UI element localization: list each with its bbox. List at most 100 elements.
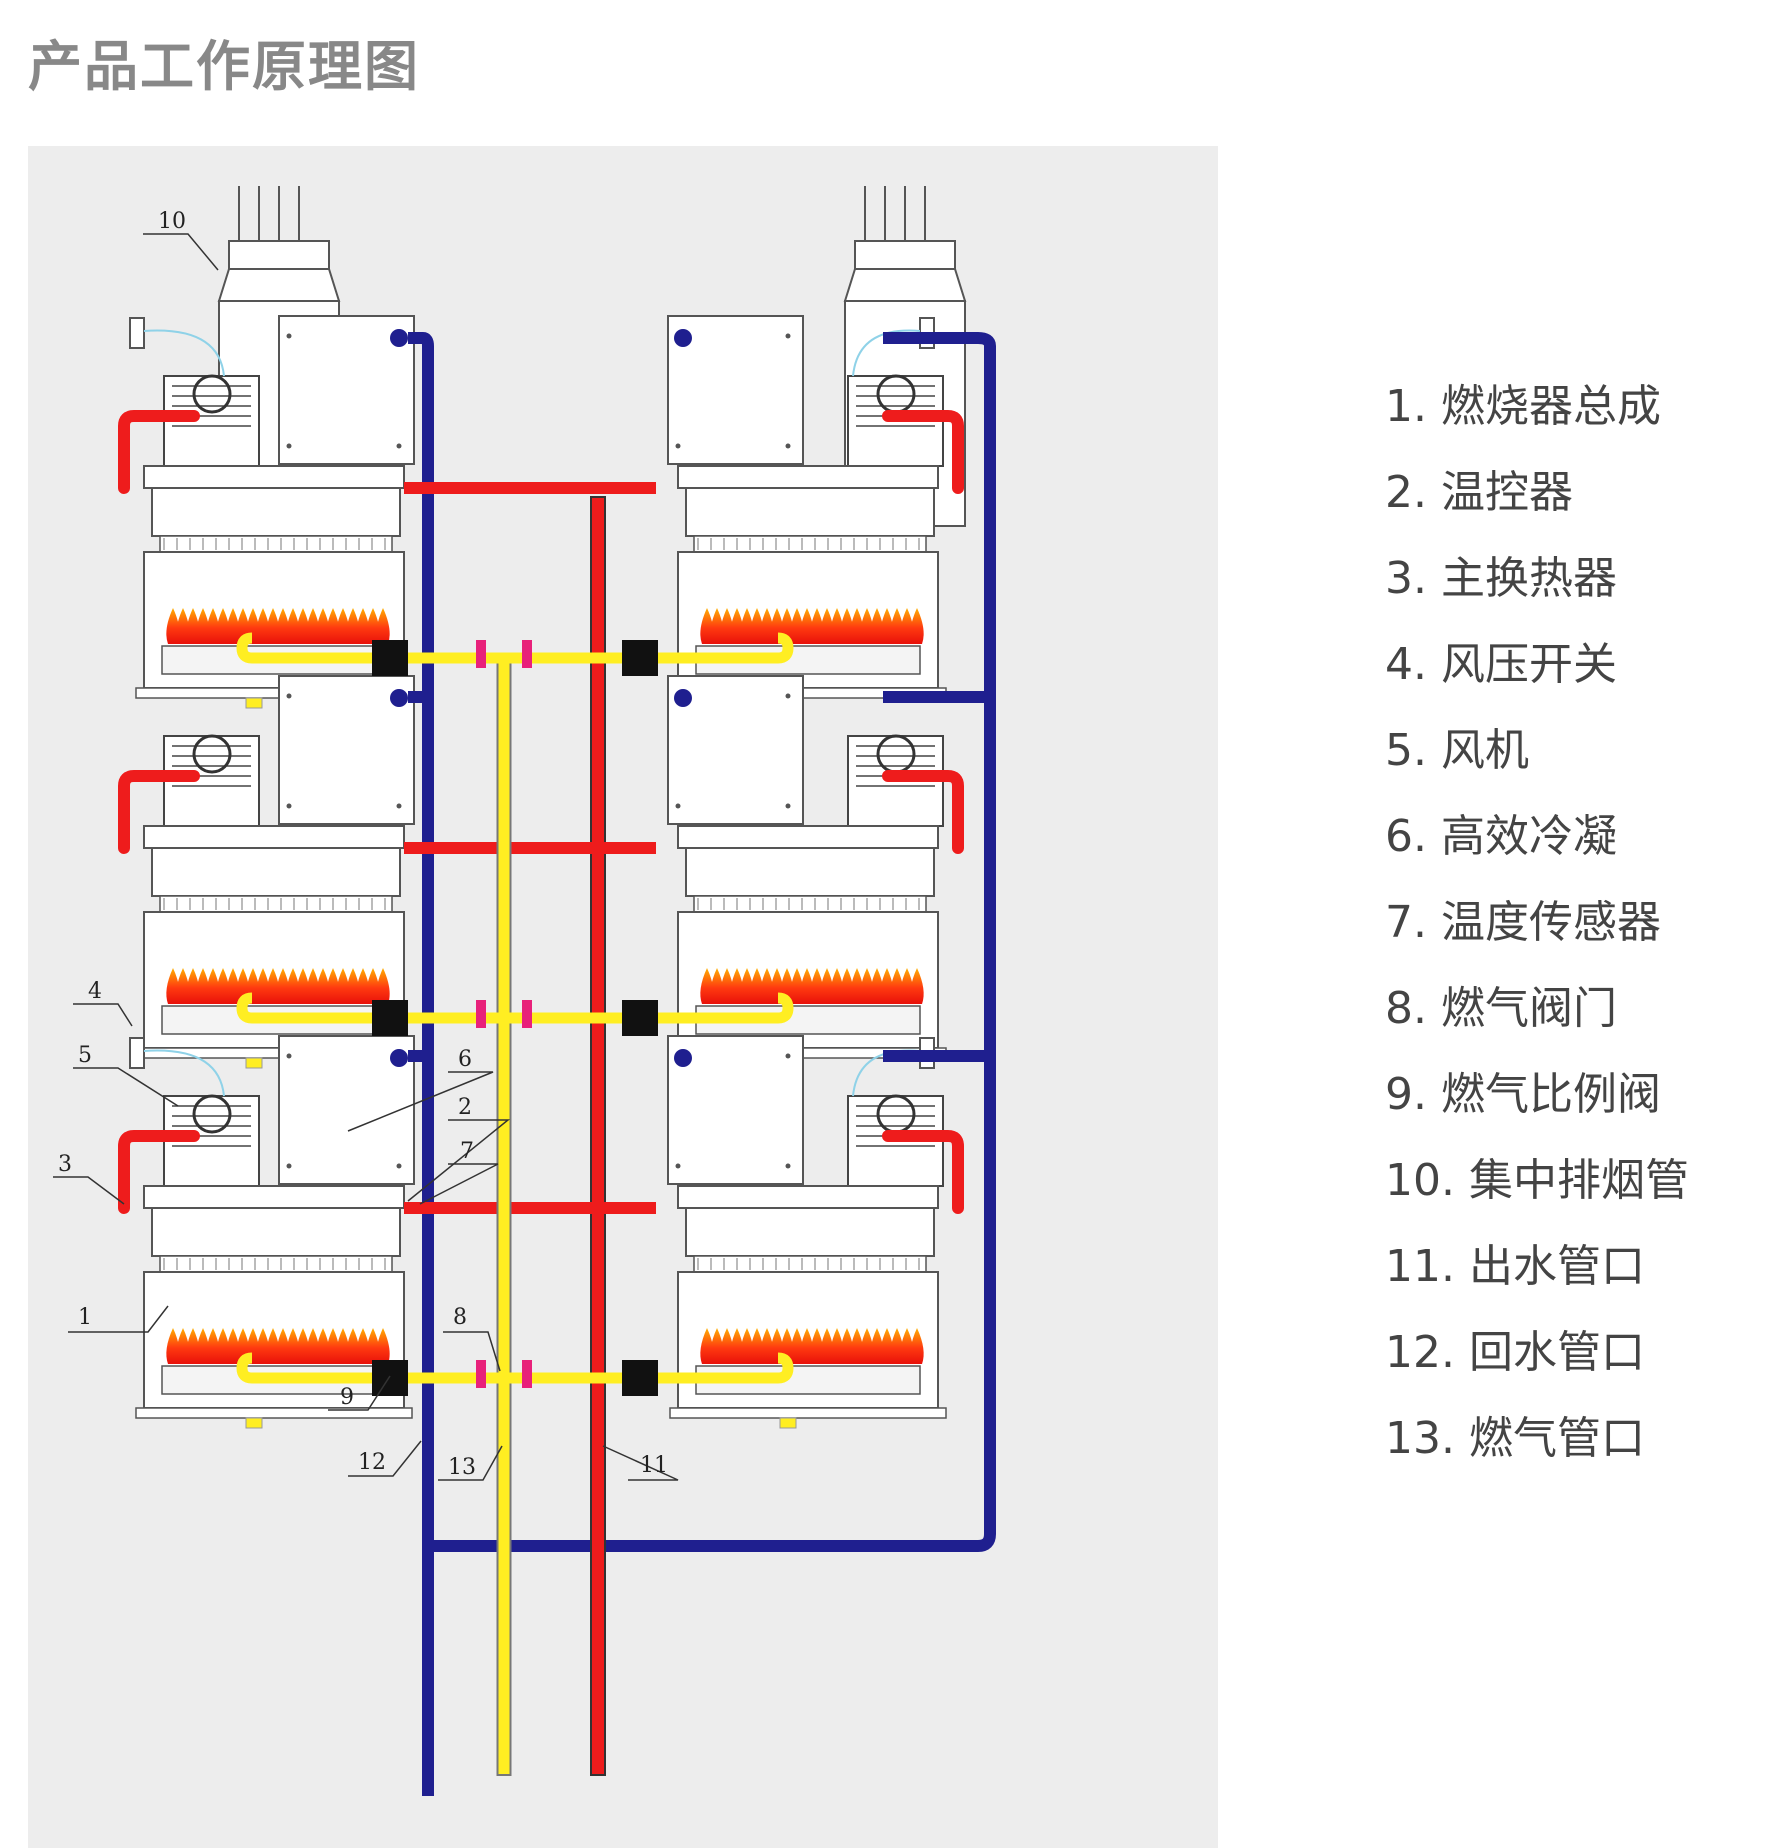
flame <box>306 968 320 1004</box>
gas-valve <box>476 640 486 668</box>
flame <box>206 968 220 1004</box>
flame <box>870 608 884 644</box>
flame <box>750 608 764 644</box>
return-nozzle <box>674 1049 692 1067</box>
flame <box>890 608 904 644</box>
gas-valve <box>476 1000 486 1028</box>
gas-valve <box>476 1360 486 1388</box>
callout-10: 10 <box>143 209 219 271</box>
flame <box>820 608 834 644</box>
flame <box>910 1328 924 1364</box>
legend-item-burner-assembly: 1. 燃烧器总成 <box>1385 381 1661 432</box>
condenser-box <box>278 1035 415 1185</box>
callout-7: 7 <box>419 1139 499 1205</box>
gas-inlet-stub <box>245 1417 263 1429</box>
callout-number: 6 <box>458 1047 472 1072</box>
flame <box>740 968 754 1004</box>
header-plate <box>143 465 405 489</box>
header-plate <box>143 825 405 849</box>
gas-valve <box>522 1000 532 1028</box>
page-title: 产品工作原理图 <box>28 35 420 98</box>
flame <box>800 608 814 644</box>
heat-exchanger-fins <box>159 895 393 913</box>
flame <box>306 1328 320 1364</box>
bolt-dot <box>675 443 681 449</box>
boiler-units-layer <box>118 315 964 1429</box>
return-nozzle <box>390 689 408 707</box>
flame <box>186 1328 200 1364</box>
flame <box>800 968 814 1004</box>
gas-inlet-stub <box>245 697 263 709</box>
flame <box>206 608 220 644</box>
flame <box>830 608 844 644</box>
pressure-tube <box>143 329 225 377</box>
flame <box>810 968 824 1004</box>
flame <box>860 968 874 1004</box>
flame <box>710 608 724 644</box>
flame-row <box>700 968 924 1004</box>
bolt-dot <box>675 1163 681 1169</box>
callout-number: 11 <box>640 1453 668 1478</box>
gas-proportional-valve <box>372 1000 408 1036</box>
heat-exchanger-top <box>151 487 401 537</box>
air-pressure-switch <box>129 1037 145 1069</box>
flame <box>256 1328 270 1364</box>
flame <box>226 1328 240 1364</box>
return-water-main-right <box>428 332 996 1552</box>
callout-2: 2 <box>407 1095 511 1202</box>
flame <box>286 1328 300 1364</box>
flue-cone <box>217 268 341 302</box>
flame <box>890 1328 904 1364</box>
flame <box>730 968 744 1004</box>
flame-row <box>700 1328 924 1364</box>
callout-leader <box>438 1445 503 1481</box>
callout-13: 13 <box>438 1445 503 1481</box>
gas-valve <box>522 640 532 668</box>
gas-proportional-valve <box>622 1360 658 1396</box>
return-water-main-left <box>408 332 434 1796</box>
flame <box>870 1328 884 1364</box>
callout-number: 5 <box>78 1043 92 1068</box>
bolt-dot <box>286 1053 292 1059</box>
flue-collar <box>854 240 956 270</box>
callout-number: 3 <box>58 1152 72 1177</box>
callout-leader <box>347 1071 494 1132</box>
flame <box>900 1328 914 1364</box>
base-plate <box>135 1407 413 1419</box>
bolt-dot <box>785 443 791 449</box>
heat-exchanger-top <box>151 1207 401 1257</box>
flame <box>186 968 200 1004</box>
flame <box>216 608 230 644</box>
flame <box>326 968 340 1004</box>
flame <box>830 968 844 1004</box>
hot-water-loop <box>882 770 964 854</box>
flame <box>750 1328 764 1364</box>
flame <box>296 1328 310 1364</box>
flame <box>356 608 370 644</box>
bolt-dot <box>785 333 791 339</box>
boiler-unit-1 <box>118 315 415 709</box>
flame <box>376 968 390 1004</box>
legend-item-air-pressure-switch: 4. 风压开关 <box>1385 639 1617 690</box>
callout-1: 1 <box>68 1305 169 1333</box>
bolt-dot <box>396 443 402 449</box>
flame <box>790 968 804 1004</box>
callout-number: 9 <box>340 1385 354 1410</box>
flame <box>910 608 924 644</box>
flame <box>176 608 190 644</box>
flame <box>810 608 824 644</box>
callout-6: 6 <box>347 1047 494 1132</box>
callout-number: 7 <box>460 1139 474 1164</box>
callout-number: 8 <box>453 1305 467 1330</box>
legend-item-main-heat-exchanger: 3. 主换热器 <box>1385 553 1617 604</box>
callout-number: 10 <box>158 209 186 234</box>
callout-leader <box>328 1375 391 1411</box>
flame <box>700 968 714 1004</box>
flame <box>346 1328 360 1364</box>
bolt-dot <box>785 803 791 809</box>
gas-inlet-stub <box>779 1417 797 1429</box>
heat-exchanger-top <box>685 847 935 897</box>
flame <box>850 608 864 644</box>
legend-item-condenser: 6. 高效冷凝 <box>1385 811 1617 862</box>
